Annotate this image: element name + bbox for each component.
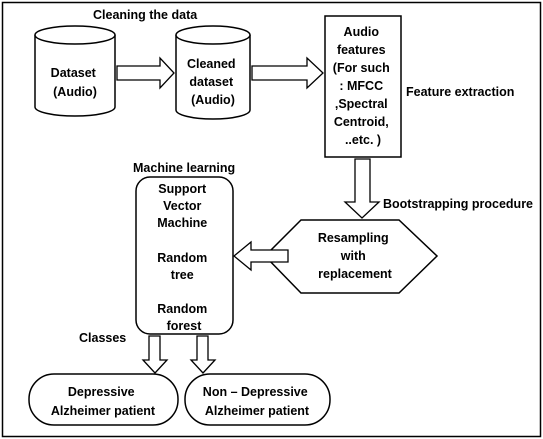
audio-features-line: ,Spectral xyxy=(335,97,388,111)
audio-features-line: (For such xyxy=(333,61,390,75)
arrow-dataset-to-cleaned xyxy=(116,56,175,90)
audio-features-line: Centroid, xyxy=(334,115,389,129)
non-depressive-text: Non – Depressive Alzheimer patient xyxy=(203,385,311,418)
resampling-text: Resampling with replacement xyxy=(318,231,393,281)
arrow-cleaned-to-features xyxy=(251,56,324,90)
audio-features-line: : MFCC xyxy=(339,79,383,93)
resampling-hexagon: Resampling with replacement xyxy=(263,219,439,294)
audio-features-box: Audio features (For such : MFCC ,Spectra… xyxy=(324,15,402,158)
arrow-features-to-resampling xyxy=(343,158,381,219)
non-depressive-line: Alzheimer patient xyxy=(205,404,310,418)
ml-models-line: Support xyxy=(158,182,207,196)
feature-extraction-label: Feature extraction xyxy=(406,85,514,99)
resampling-line: replacement xyxy=(318,267,392,281)
arrow-resampling-to-ml xyxy=(232,240,289,272)
dataset-line: Dataset xyxy=(51,66,97,80)
depressive-line: Alzheimer patient xyxy=(51,404,156,418)
resampling-line: Resampling xyxy=(318,231,389,245)
classes-label: Classes xyxy=(79,331,126,345)
ml-models-line: tree xyxy=(171,268,194,282)
bootstrapping-label: Bootstrapping procedure xyxy=(383,197,533,211)
cleaning-label: Cleaning the data xyxy=(93,8,198,22)
audio-features-text: Audio features (For such : MFCC ,Spectra… xyxy=(333,25,393,147)
ml-models-line: Machine xyxy=(157,216,207,230)
cleaned-dataset-text: Cleaned dataset (Audio) xyxy=(187,57,239,107)
arrow-ml-to-non-depressive xyxy=(189,335,217,374)
non-depressive-class-box: Non – Depressive Alzheimer patient xyxy=(184,373,331,426)
ml-models-text: Support Vector Machine Random tree Rando… xyxy=(157,182,211,333)
resampling-line: with xyxy=(340,249,366,263)
ml-models-box: Support Vector Machine Random tree Rando… xyxy=(135,176,234,335)
depressive-line: Depressive xyxy=(68,385,135,399)
cleaned-dataset-line: Cleaned xyxy=(187,57,236,71)
ml-models-line: Random xyxy=(157,302,207,316)
cleaned-dataset-line: dataset xyxy=(189,75,234,89)
cleaned-dataset-cylinder: Cleaned dataset (Audio) xyxy=(175,25,251,120)
dataset-line: (Audio) xyxy=(53,85,97,99)
dataset-cylinder: Dataset (Audio) xyxy=(34,25,116,117)
cleaned-dataset-line: (Audio) xyxy=(191,93,235,107)
arrow-ml-to-depressive xyxy=(141,335,169,374)
depressive-text: Depressive Alzheimer patient xyxy=(51,385,156,418)
ml-models-line: Random xyxy=(157,251,207,265)
non-depressive-line: Non – Depressive xyxy=(203,385,308,399)
audio-features-line: Audio xyxy=(344,25,380,39)
audio-features-line: features xyxy=(337,43,386,57)
audio-features-line: ..etc. ) xyxy=(345,133,381,147)
ml-models-line: forest xyxy=(167,319,203,333)
depressive-class-box: Depressive Alzheimer patient xyxy=(28,373,179,426)
ml-models-line: Vector xyxy=(163,199,201,213)
dataset-text: Dataset (Audio) xyxy=(51,66,100,99)
machine-learning-label: Machine learning xyxy=(133,161,235,175)
